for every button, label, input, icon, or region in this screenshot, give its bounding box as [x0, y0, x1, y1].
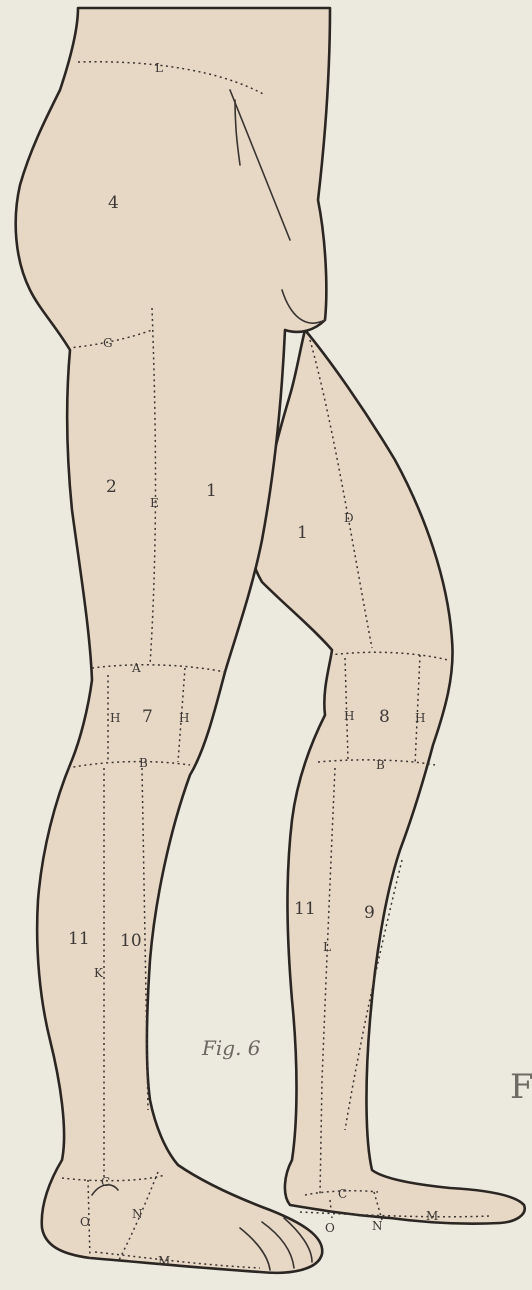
- page-edge-letter: F: [510, 1067, 532, 1107]
- region-label: 8: [379, 707, 390, 727]
- region-label: 11: [294, 899, 316, 919]
- region-label: 7: [142, 707, 153, 727]
- boundary-letter: H: [110, 711, 120, 725]
- boundary-letter: C: [338, 1187, 347, 1201]
- boundary-letter: M: [426, 1209, 438, 1223]
- region-label: 2: [106, 477, 117, 497]
- boundary-letter: E: [150, 496, 159, 510]
- region-label: 4: [108, 193, 119, 213]
- boundary-letter: L: [323, 940, 331, 954]
- region-label: 9: [364, 903, 375, 923]
- region-label: 11: [68, 929, 90, 949]
- back-leg-outline: [252, 330, 525, 1224]
- boundary-letter: D: [344, 511, 354, 525]
- region-label: 1: [206, 481, 217, 501]
- boundary-letter: K: [94, 966, 104, 980]
- boundary-letter: L: [155, 61, 163, 75]
- boundary-letter: N: [372, 1219, 383, 1233]
- boundary-letter: C: [101, 1175, 110, 1189]
- boundary-letter: O: [325, 1221, 335, 1235]
- figure-caption: Fig. 6: [201, 1036, 261, 1060]
- boundary-letter: N: [132, 1207, 143, 1221]
- boundary-letter: H: [344, 709, 354, 723]
- boundary-letter: O: [80, 1215, 90, 1229]
- front-leg-outline: [16, 8, 330, 1273]
- boundary-letter: B: [139, 756, 148, 770]
- region-label: 1: [297, 523, 308, 543]
- region-label: 10: [120, 931, 142, 951]
- boundary-letter: G: [103, 336, 113, 350]
- boundary-letter: H: [415, 711, 425, 725]
- boundary-letter: B: [376, 758, 385, 772]
- boundary-letter: A: [131, 661, 141, 675]
- boundary-letter: H: [179, 711, 189, 725]
- boundary-letter: M: [158, 1254, 170, 1268]
